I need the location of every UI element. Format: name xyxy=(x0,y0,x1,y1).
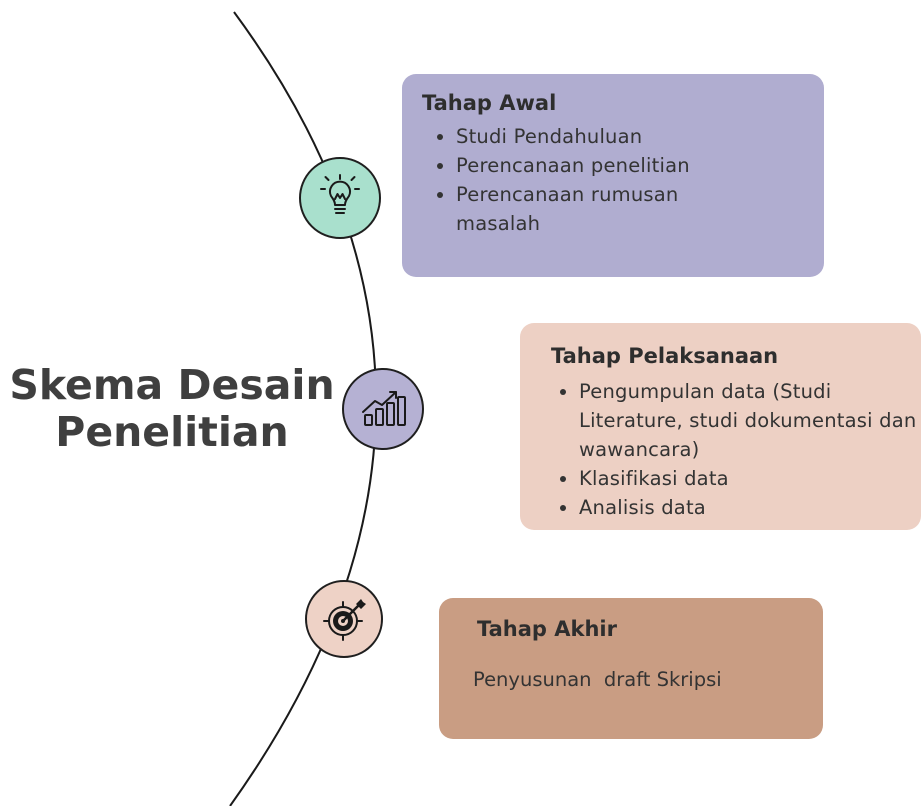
stage-heading: Tahap Akhir xyxy=(477,617,617,641)
stage-card-awal: Tahap Awal Studi Pendahuluan Perencanaan… xyxy=(402,74,824,277)
stage-node-akhir xyxy=(305,580,383,658)
stage-card-akhir: Tahap Akhir Penyusunan draft Skripsi xyxy=(439,598,823,739)
list-item: Pengumpulan data (Studi Literature, stud… xyxy=(579,377,921,464)
list-item: Klasifikasi data xyxy=(579,464,921,493)
list-item: Perencanaan penelitian xyxy=(456,151,756,180)
stage-node-pelaksanaan xyxy=(342,368,424,450)
list-item: Analisis data xyxy=(579,493,921,522)
stage-text: Penyusunan draft Skripsi xyxy=(473,668,722,691)
stage-card-pelaksanaan: Tahap Pelaksanaan Pengumpulan data (Stud… xyxy=(520,323,921,530)
stage-item-list: Studi Pendahuluan Perencanaan penelitian… xyxy=(422,122,756,238)
stage-heading: Tahap Pelaksanaan xyxy=(551,344,779,368)
stage-item-list: Pengumpulan data (Studi Literature, stud… xyxy=(551,377,921,522)
stage-heading: Tahap Awal xyxy=(422,91,557,115)
diagram-title: Skema Desain Penelitian xyxy=(0,362,344,456)
target-icon xyxy=(323,599,366,641)
stage-node-awal xyxy=(299,157,381,239)
list-item: Perencanaan rumusan masalah xyxy=(456,180,756,238)
lightbulb-icon xyxy=(320,174,360,214)
title-line-1: Skema Desain xyxy=(9,361,335,409)
growth-chart-icon xyxy=(362,391,406,426)
title-line-2: Penelitian xyxy=(55,408,289,456)
list-item: Studi Pendahuluan xyxy=(456,122,756,151)
